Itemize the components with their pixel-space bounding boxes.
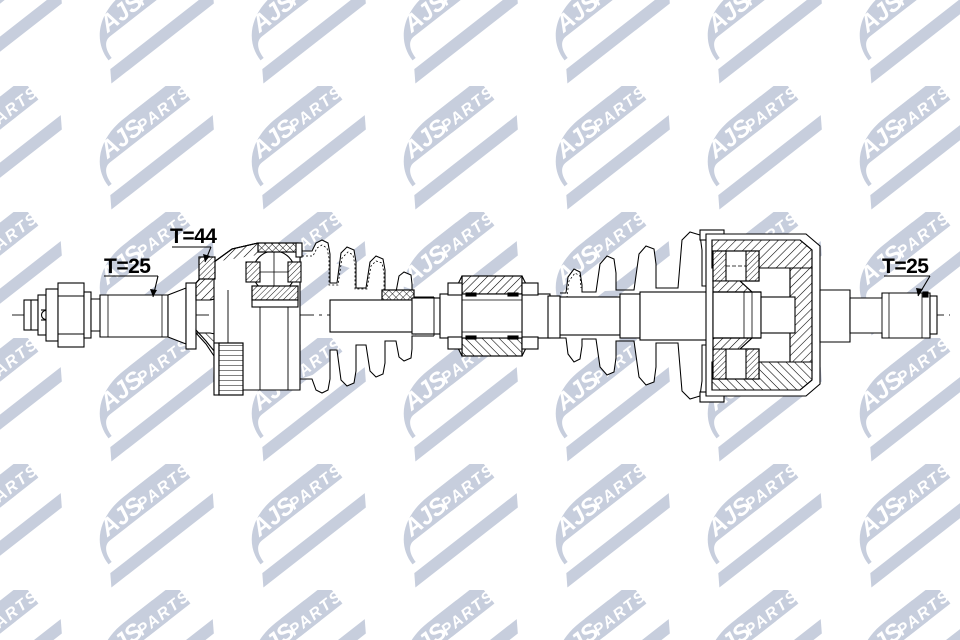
abs-tone-ring — [213, 342, 244, 396]
inner-tripod-joint — [705, 233, 851, 397]
outer-spline-shaft — [90, 282, 197, 350]
inner-spline-shaft — [849, 291, 938, 339]
threaded-stub-end — [23, 282, 92, 348]
outer-cv-joint — [195, 242, 302, 391]
